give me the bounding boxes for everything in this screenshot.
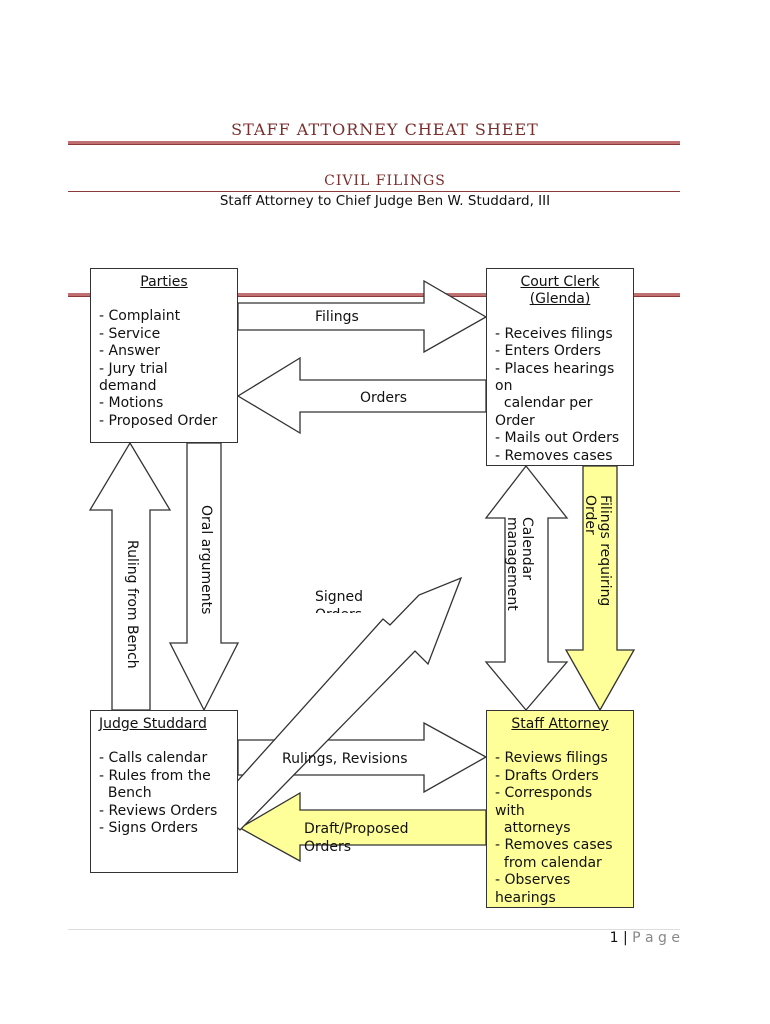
- list-item: - Places hearings on: [495, 360, 615, 395]
- list-item: - Removes cases: [495, 837, 613, 854]
- orders-label: Orders: [360, 390, 408, 406]
- list-item: - Signs Orders: [99, 820, 198, 837]
- list-item: calendar per Order: [495, 395, 593, 429]
- list-item: - Observes hearings: [495, 872, 571, 906]
- judge-list: - Calls calendar - Rules from the Bench …: [99, 750, 229, 837]
- list-item: - Jury trial demand: [99, 360, 168, 395]
- list-item: - Reviews filings: [495, 750, 608, 767]
- draft-proposed-arrow: [238, 791, 487, 863]
- footer-rule: [68, 929, 680, 930]
- section-subtitle: Staff Attorney to Chief Judge Ben W. Stu…: [219, 193, 551, 209]
- filings-label: Filings: [315, 309, 359, 325]
- signed-orders-label: Signed Orders: [315, 589, 364, 613]
- staff-attorney-title: Staff Attorney: [511, 716, 609, 732]
- judge-title: Judge Studdard: [99, 716, 207, 732]
- list-item: - Mails out Orders: [495, 430, 620, 447]
- list-item: Bench: [99, 785, 152, 802]
- list-item: - Calls calendar: [99, 750, 208, 767]
- list-item: - Answer: [99, 343, 161, 360]
- calendar-management-label: Calendar management: [504, 517, 535, 611]
- filings-arrow: [237, 279, 488, 354]
- list-item: - Drafts Orders: [495, 767, 599, 784]
- ruling-from-bench-arrow: [88, 441, 172, 711]
- title-rule: [68, 141, 680, 145]
- oral-arguments-arrow: [168, 442, 240, 712]
- list-item: - Service: [99, 325, 161, 342]
- page-label: P a g e: [632, 930, 680, 946]
- judge-box: Judge Studdard - Calls calendar - Rules …: [90, 710, 238, 873]
- page-separator: |: [622, 930, 628, 946]
- list-item: - Enters Orders: [495, 343, 601, 360]
- oral-arguments-label: Oral arguments: [198, 505, 214, 615]
- draft-proposed-label: Draft/Proposed Orders: [304, 821, 409, 854]
- court-clerk-box: Court Clerk (Glenda) - Receives filings …: [486, 268, 634, 466]
- section-heading: CIVIL FILINGS: [324, 173, 446, 189]
- list-item: - Proposed Order: [99, 412, 218, 429]
- list-item: - Rules from the: [99, 767, 211, 784]
- list-item: from calendar: [495, 854, 602, 871]
- staff-attorney-box: Staff Attorney - Reviews filings - Draft…: [486, 710, 634, 908]
- list-item: attorneys: [495, 820, 571, 837]
- section-rule: [68, 191, 680, 192]
- court-clerk-title: Court Clerk (Glenda): [520, 274, 600, 308]
- staff-attorney-list: - Reviews filings - Drafts Orders - Corr…: [495, 750, 625, 907]
- court-clerk-list: - Receives filings - Enters Orders - Pla…: [495, 326, 625, 465]
- ruling-from-bench-label: Ruling from Bench: [124, 540, 140, 669]
- rulings-revisions-label: Rulings, Revisions: [282, 751, 408, 767]
- list-item: - Reviews Orders: [99, 802, 218, 819]
- parties-title: Parties: [140, 274, 188, 290]
- page-footer: 1 | P a g e: [610, 930, 680, 946]
- parties-box: Parties - Complaint - Service - Answer -…: [90, 268, 238, 443]
- document-title: STAFF ATTORNEY CHEAT SHEET: [231, 120, 539, 139]
- list-item: - Motions: [99, 395, 164, 412]
- list-item: - Corresponds with: [495, 785, 593, 819]
- page-number: 1: [609, 930, 619, 946]
- orders-arrow: [236, 356, 487, 435]
- background-rule: [68, 293, 680, 297]
- signed-orders-arrow: [214, 576, 463, 831]
- filings-requiring-order-label: Filings requiring Order: [582, 495, 613, 607]
- list-item: - Complaint: [99, 308, 181, 325]
- list-item: - Removes cases: [495, 447, 613, 464]
- list-item: - Receives filings: [495, 325, 613, 342]
- parties-list: - Complaint - Service - Answer - Jury tr…: [99, 308, 229, 430]
- filings-requiring-order-arrow: [564, 465, 636, 712]
